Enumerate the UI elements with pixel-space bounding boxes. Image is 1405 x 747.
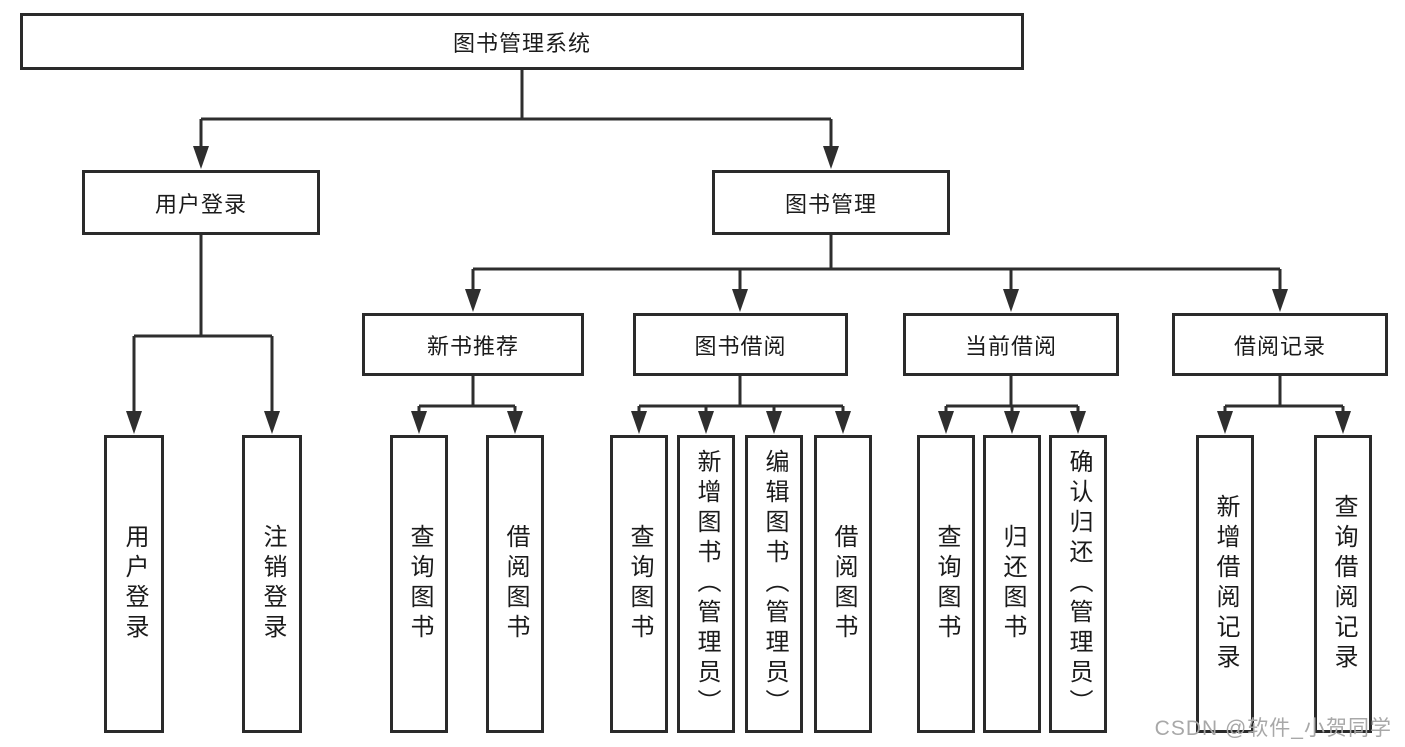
connector-user-login-to-leaves — [126, 235, 280, 434]
leaf-nb-borrow-books: 借阅图书 — [486, 435, 544, 733]
leaf-bb-borrow-books: 借阅图书 — [814, 435, 872, 733]
leaf-bb-borrow-books-label: 借阅图书 — [830, 524, 857, 644]
node-book-borrowing: 图书借阅 — [633, 313, 848, 376]
node-root-system-label: 图书管理系统 — [452, 30, 591, 56]
connector-book-borrow-to-leaves — [631, 376, 851, 434]
leaf-br-query-record-label: 查询借阅记录 — [1330, 494, 1357, 674]
node-borrowing-records: 借阅记录 — [1172, 313, 1388, 376]
node-current-borrowing-label: 当前借阅 — [964, 333, 1057, 359]
node-book-borrowing-label: 图书借阅 — [694, 333, 787, 359]
leaf-user-login-label: 用户登录 — [121, 524, 148, 644]
node-root-system: 图书管理系统 — [20, 13, 1024, 70]
leaf-cb-confirm-return-admin: 确认归还（管理员） — [1049, 435, 1107, 733]
leaf-nb-borrow-books-label: 借阅图书 — [502, 524, 529, 644]
leaf-br-add-record: 新增借阅记录 — [1196, 435, 1254, 733]
node-user-login: 用户登录 — [82, 170, 320, 235]
leaf-cb-return-books: 归还图书 — [983, 435, 1041, 733]
leaf-br-add-record-label: 新增借阅记录 — [1212, 494, 1239, 674]
node-book-management-label: 图书管理 — [784, 191, 877, 217]
leaf-nb-query-books: 查询图书 — [390, 435, 448, 733]
leaf-nb-query-books-label: 查询图书 — [406, 524, 433, 644]
leaf-br-query-record: 查询借阅记录 — [1314, 435, 1372, 733]
leaf-bb-edit-books-admin-label: 编辑图书（管理员） — [761, 449, 788, 719]
leaf-cb-query-books: 查询图书 — [917, 435, 975, 733]
leaf-logout-label: 注销登录 — [259, 524, 286, 644]
connector-new-books-to-leaves — [411, 376, 523, 434]
node-new-book-recommend: 新书推荐 — [362, 313, 584, 376]
leaf-cb-return-books-label: 归还图书 — [999, 524, 1026, 644]
node-borrowing-records-label: 借阅记录 — [1233, 333, 1326, 359]
node-book-management: 图书管理 — [712, 170, 950, 235]
csdn-watermark: CSDN @软件_小贺同学 — [1154, 717, 1392, 740]
leaf-cb-confirm-return-admin-label: 确认归还（管理员） — [1065, 449, 1092, 719]
leaf-bb-add-books-admin: 新增图书（管理员） — [677, 435, 735, 733]
connector-borrow-records-to-leaves — [1217, 376, 1351, 434]
leaf-logout: 注销登录 — [242, 435, 302, 733]
node-new-book-recommend-label: 新书推荐 — [426, 333, 519, 359]
leaf-bb-edit-books-admin: 编辑图书（管理员） — [745, 435, 803, 733]
leaf-cb-query-books-label: 查询图书 — [933, 524, 960, 644]
connector-current-borrow-to-leaves — [938, 376, 1086, 434]
leaf-user-login: 用户登录 — [104, 435, 164, 733]
node-user-login-label: 用户登录 — [154, 191, 247, 217]
connector-book-mgmt-to-level3 — [465, 235, 1288, 312]
leaf-bb-add-books-admin-label: 新增图书（管理员） — [693, 449, 720, 719]
node-current-borrowing: 当前借阅 — [903, 313, 1119, 376]
leaf-bb-query-books: 查询图书 — [610, 435, 668, 733]
connector-root-to-level2 — [193, 70, 839, 169]
leaf-bb-query-books-label: 查询图书 — [626, 524, 653, 644]
